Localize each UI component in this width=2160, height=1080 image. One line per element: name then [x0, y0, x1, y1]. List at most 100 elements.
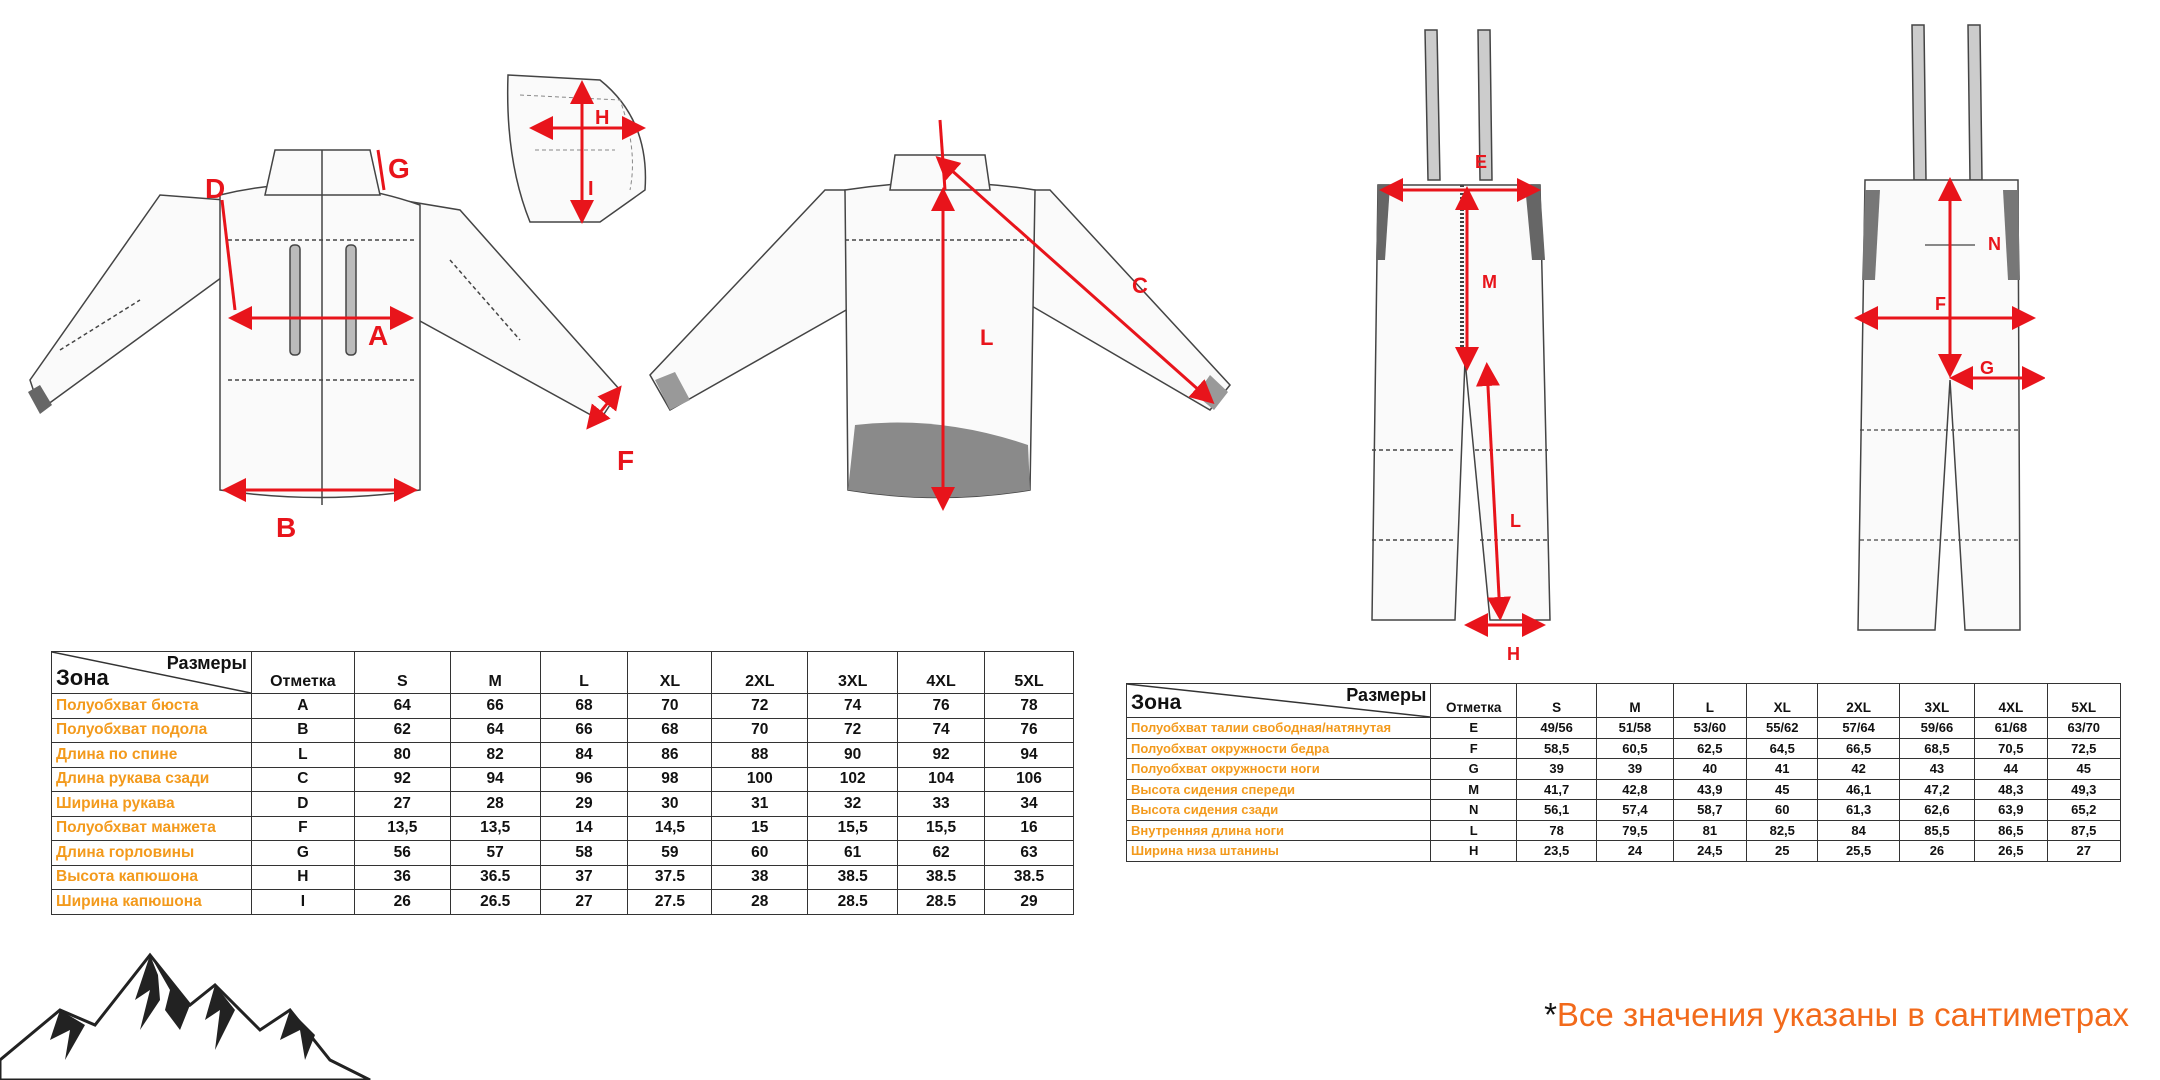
jacket-value-cell: 38.5 [897, 864, 986, 890]
pants-value-cell: 85,5 [1898, 819, 1976, 841]
pants-value-cell: 82,5 [1746, 819, 1819, 841]
jacket-value-cell: 82 [449, 742, 541, 768]
jacket-mark-cell: G [250, 840, 355, 866]
label-G: G [388, 153, 410, 184]
jacket-value-cell: 13,5 [449, 815, 541, 841]
jacket-size-header: 5XL [984, 651, 1074, 694]
pants-zone-cell: Высота сидения сзади [1125, 799, 1432, 821]
jacket-size-header: 3XL [807, 651, 899, 694]
jacket-value-cell: 92 [897, 742, 986, 768]
pants-table-corner: Размеры Зона [1125, 683, 1432, 718]
jacket-value-cell: 66 [449, 693, 541, 719]
jacket-value-cell: 76 [984, 717, 1074, 743]
jacket-value-cell: 104 [897, 766, 986, 792]
jacket-size-header: XL [627, 651, 713, 694]
pants-size-header: S [1515, 683, 1598, 718]
jacket-value-cell: 106 [984, 766, 1074, 792]
pants-value-cell: 25,5 [1817, 840, 1900, 862]
pants-value-cell: 49,3 [2046, 778, 2122, 800]
jacket-value-cell: 100 [711, 766, 809, 792]
jacket-value-cell: 60 [711, 840, 809, 866]
jacket-value-cell: 34 [984, 791, 1074, 817]
pants-value-cell: 27 [2046, 840, 2122, 862]
jacket-value-cell: 72 [807, 717, 899, 743]
pants-value-cell: 24 [1596, 840, 1674, 862]
pants-value-cell: 60,5 [1596, 737, 1674, 759]
jacket-value-cell: 78 [984, 693, 1074, 719]
pants-value-cell: 60 [1746, 799, 1819, 821]
pants-value-cell: 62,5 [1672, 737, 1748, 759]
pants-value-cell: 84 [1817, 819, 1900, 841]
jacket-size-header: 4XL [897, 651, 986, 694]
label-D: D [205, 173, 225, 204]
mountains-illustration [0, 952, 371, 1080]
jacket-value-cell: 64 [449, 717, 541, 743]
pants-mark-cell: L [1430, 819, 1517, 841]
jacket-value-cell: 26 [353, 889, 451, 915]
jacket-value-cell: 68 [627, 717, 713, 743]
pants-value-cell: 65,2 [2046, 799, 2122, 821]
jacket-value-cell: 74 [807, 693, 899, 719]
jacket-value-cell: 38.5 [984, 864, 1074, 890]
pants-value-cell: 51/58 [1596, 717, 1674, 739]
jacket-zone-cell: Высота капюшона [51, 864, 252, 890]
label-M-pants: M [1482, 272, 1497, 292]
label-B: B [276, 512, 296, 543]
pants-zone-cell: Ширина низа штанины [1125, 840, 1432, 862]
jacket-value-cell: 59 [627, 840, 713, 866]
jacket-value-cell: 64 [353, 693, 451, 719]
pants-value-cell: 57,4 [1596, 799, 1674, 821]
jacket-mark-cell: F [250, 815, 355, 841]
pants-zone-cell: Внутренняя длина ноги [1125, 819, 1432, 841]
pants-value-cell: 25 [1746, 840, 1819, 862]
jacket-value-cell: 16 [984, 815, 1074, 841]
label-G-pants: G [1980, 358, 1994, 378]
jacket-value-cell: 62 [353, 717, 451, 743]
jacket-zone-cell: Ширина рукава [51, 791, 252, 817]
pants-value-cell: 49/56 [1515, 717, 1598, 739]
jacket-value-cell: 30 [627, 791, 713, 817]
label-I-hood: I [588, 178, 594, 200]
pants-value-cell: 55/62 [1746, 717, 1819, 739]
jacket-value-cell: 29 [984, 889, 1074, 915]
pants-value-cell: 70,5 [1974, 737, 2048, 759]
jacket-table-zone-label: Зона [56, 665, 109, 690]
pants-size-header: XL [1746, 683, 1819, 718]
pants-value-cell: 79,5 [1596, 819, 1674, 841]
pants-table-zone-label: Зона [1131, 691, 1182, 714]
jacket-value-cell: 86 [627, 742, 713, 768]
jacket-value-cell: 70 [711, 717, 809, 743]
jacket-mark-cell: A [250, 693, 355, 719]
pants-mark-cell: H [1430, 840, 1517, 862]
jacket-value-cell: 74 [897, 717, 986, 743]
pants-value-cell: 45 [1746, 778, 1819, 800]
jacket-value-cell: 15 [711, 815, 809, 841]
jacket-table-header: Размеры Зона Отметка S M L XL 2XL 3XL 4X… [51, 651, 1074, 694]
jacket-value-cell: 57 [449, 840, 541, 866]
jacket-value-cell: 33 [897, 791, 986, 817]
pants-value-cell: 59/66 [1898, 717, 1976, 739]
pants-value-cell: 43,9 [1672, 778, 1748, 800]
jacket-value-cell: 92 [353, 766, 451, 792]
jacket-value-cell: 94 [984, 742, 1074, 768]
jacket-zone-cell: Полуобхват подола [51, 717, 252, 743]
jacket-value-cell: 37.5 [627, 864, 713, 890]
jacket-value-cell: 36.5 [449, 864, 541, 890]
jacket-value-cell: 88 [711, 742, 809, 768]
jacket-zone-cell: Длина горловины [51, 840, 252, 866]
pants-value-cell: 26 [1898, 840, 1976, 862]
jacket-value-cell: 61 [807, 840, 899, 866]
pants-zone-cell: Полуобхват талии свободная/натянутая [1125, 717, 1432, 739]
jacket-zone-cell: Длина по спине [51, 742, 252, 768]
jacket-size-header: 2XL [711, 651, 809, 694]
pants-value-cell: 68,5 [1898, 737, 1976, 759]
jacket-value-cell: 14 [539, 815, 629, 841]
